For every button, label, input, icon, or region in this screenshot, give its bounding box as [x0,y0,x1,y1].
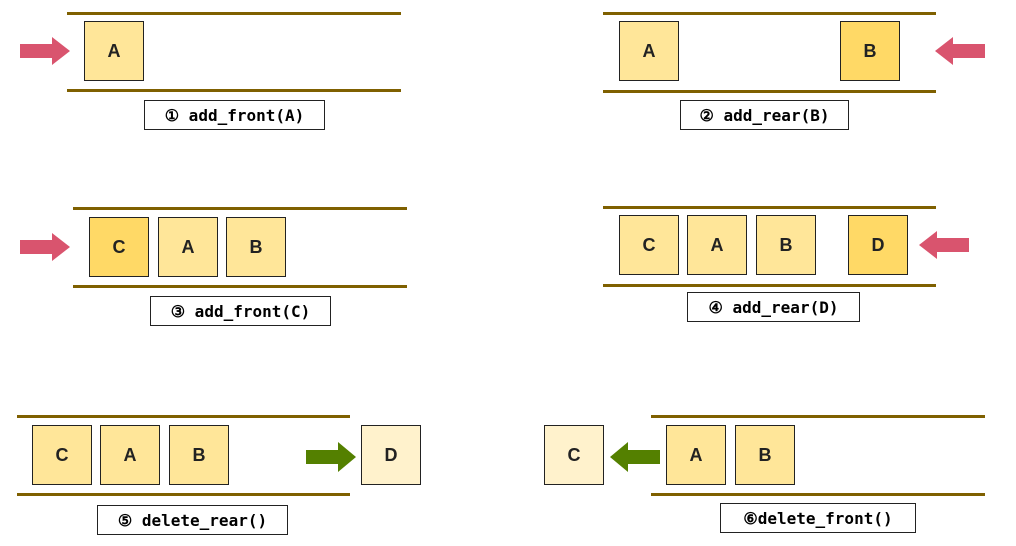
insert-arrow [20,37,70,65]
removed-box-C: C [544,425,604,485]
deque-top-rail [603,12,936,15]
deque-bottom-rail [651,493,985,496]
deque-box-B: B [735,425,795,485]
deque-bottom-rail [17,493,350,496]
delete-arrow [306,442,356,472]
deque-bottom-rail [603,284,936,287]
deque-top-rail [67,12,401,15]
deque-box-C: C [32,425,92,485]
operation-caption: ④ add_rear(D) [687,292,860,322]
deque-top-rail [73,207,407,210]
deque-box-B: B [840,21,900,81]
deque-top-rail [651,415,985,418]
deque-box-D: D [848,215,908,275]
insert-arrow [919,231,969,259]
deque-bottom-rail [67,89,401,92]
deque-top-rail [603,206,936,209]
deque-box-A: A [687,215,747,275]
deque-box-B: B [226,217,286,277]
operation-caption: ③ add_front(C) [150,296,331,326]
deque-box-A: A [84,21,144,81]
deque-box-A: A [619,21,679,81]
insert-arrow [20,233,70,261]
delete-arrow [610,442,660,472]
deque-box-C: C [619,215,679,275]
deque-bottom-rail [73,285,407,288]
insert-arrow [935,37,985,65]
removed-box-D: D [361,425,421,485]
deque-bottom-rail [603,90,936,93]
deque-top-rail [17,415,350,418]
deque-box-A: A [100,425,160,485]
operation-caption: ⑥delete_front() [720,503,916,533]
operation-caption: ① add_front(A) [144,100,325,130]
deque-box-C: C [89,217,149,277]
deque-box-B: B [169,425,229,485]
deque-box-B: B [756,215,816,275]
operation-caption: ② add_rear(B) [680,100,849,130]
deque-box-A: A [158,217,218,277]
deque-box-A: A [666,425,726,485]
operation-caption: ⑤ delete_rear() [97,505,288,535]
